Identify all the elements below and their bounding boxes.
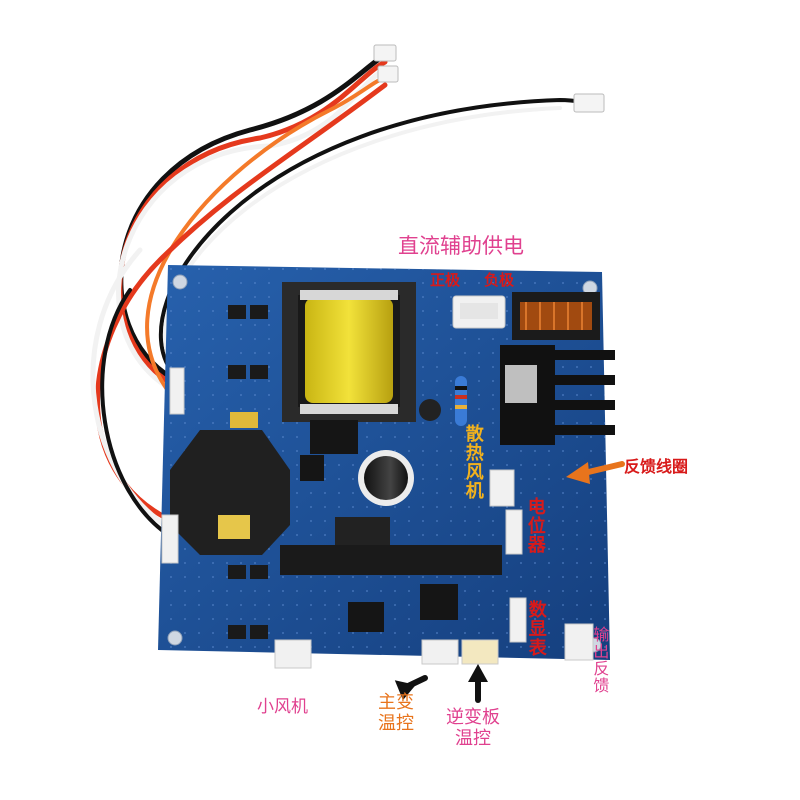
wire-connectors (373, 44, 605, 113)
ic-chip (420, 584, 458, 620)
toroid-inductor (170, 412, 290, 555)
label-output-feedback: 输出反馈 (590, 626, 610, 694)
common-mode-choke (512, 292, 600, 340)
label-dc-aux-supply: 直流辅助供电 (398, 234, 524, 258)
small-capacitor (419, 399, 441, 421)
label-digital-display: 数显表 (525, 600, 547, 657)
label-small-fan: 小风机 (257, 697, 308, 717)
label-potentiometer: 电位器 (524, 497, 546, 554)
label-negative: 负极 (484, 271, 515, 289)
label-main-transformer-temp-line1: 主变 (378, 692, 414, 713)
label-inverter-board-temp: 逆变板 温控 (446, 707, 500, 749)
ic-chip (348, 602, 384, 632)
board-connectors (161, 367, 594, 669)
heatsink (500, 345, 615, 445)
power-device-strip (280, 420, 502, 575)
ic-chip (300, 455, 324, 481)
transformer (282, 282, 416, 422)
label-inverter-board-temp-line2: 温控 (455, 727, 491, 749)
wire-harness (90, 52, 592, 538)
black-arrows (394, 664, 488, 703)
electrolytic-capacitor (358, 450, 414, 506)
smd-resistors (228, 305, 268, 639)
label-inverter-board-temp-line1: 逆变板 (446, 707, 500, 728)
label-cooling-fan: 散热风机 (462, 424, 484, 500)
label-main-transformer-temp: 主变 温控 (378, 692, 414, 734)
feedback-arrow (566, 461, 625, 484)
label-main-transformer-temp-line2: 温控 (378, 712, 414, 734)
dc-aux-connector (452, 295, 506, 329)
resistor (455, 376, 467, 426)
label-feedback-coil: 反馈线圈 (624, 457, 689, 476)
label-positive: 正极 (430, 271, 461, 289)
